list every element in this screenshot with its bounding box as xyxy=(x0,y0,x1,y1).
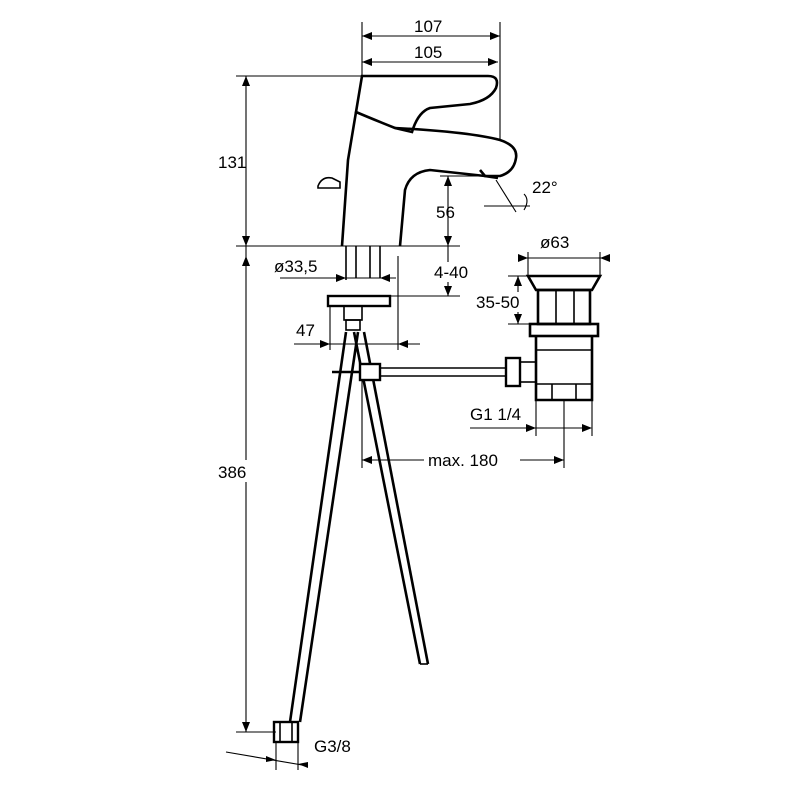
supply-hoses xyxy=(272,331,430,744)
dim-spout-angle: 22° xyxy=(532,178,558,197)
dimension-labels: 107 105 131 386 56 22° ø33,5 4-40 47 ø63… xyxy=(216,17,569,756)
dim-base-diameter: ø33,5 xyxy=(274,257,317,276)
dimension-lines xyxy=(225,22,610,770)
dim-deck-thickness: 4-40 xyxy=(434,263,468,282)
popup-rod xyxy=(332,362,508,382)
dim-waste-thread: G1 1/4 xyxy=(470,405,521,424)
waste-valve xyxy=(504,274,603,402)
faucet-body-left xyxy=(340,111,358,247)
dim-spout-height: 56 xyxy=(436,203,455,222)
waste-flange xyxy=(525,274,603,292)
dim-height-total: 131 xyxy=(218,153,246,172)
popup-knob xyxy=(317,176,341,189)
dim-hose-length: 386 xyxy=(218,463,246,482)
dim-width-spout: 105 xyxy=(414,43,442,62)
waste-body xyxy=(534,336,594,402)
hose-nut xyxy=(272,720,300,744)
dim-width-top: 107 xyxy=(414,17,442,36)
dim-hose-thread: G3/8 xyxy=(314,737,351,756)
faucet-body xyxy=(236,74,518,331)
faucet-lever xyxy=(354,74,499,134)
dim-offset-47: 47 xyxy=(296,321,315,340)
faucet-body-right xyxy=(394,126,518,247)
dim-rod-length: max. 180 xyxy=(428,451,498,470)
mounting-plate xyxy=(326,294,392,308)
mounting-nut xyxy=(343,305,363,321)
faucet-aerator xyxy=(479,169,499,180)
dim-waste-diameter: ø63 xyxy=(540,233,569,252)
waste-connector xyxy=(504,356,522,388)
dim-waste-thickness: 35-50 xyxy=(476,293,519,312)
